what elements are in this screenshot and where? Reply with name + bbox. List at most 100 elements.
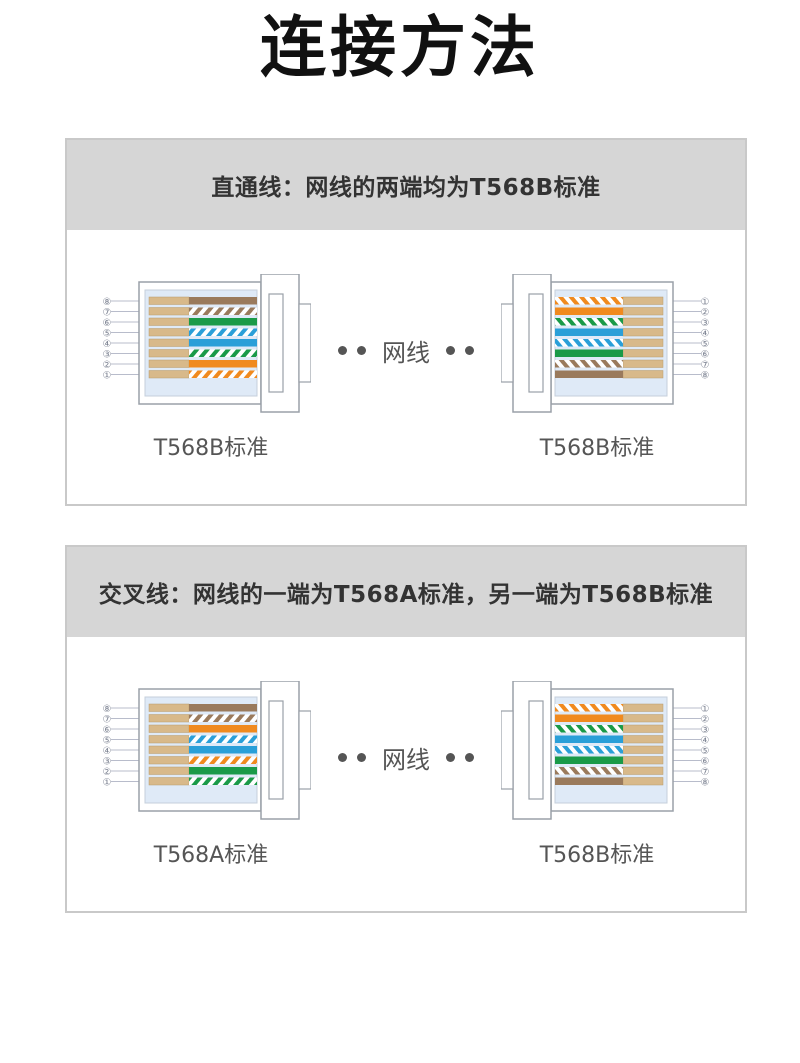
pin-number: ⑧ <box>103 297 112 308</box>
gold-contact <box>148 745 190 754</box>
wire-solid-orange <box>189 725 257 733</box>
pin-number: ① <box>701 704 710 715</box>
gold-contact <box>148 724 190 733</box>
gold-contact <box>148 328 190 337</box>
wire-solid-blue <box>555 328 623 336</box>
wire-white-orange <box>555 297 623 305</box>
wire-solid-blue <box>189 339 257 347</box>
gold-contact <box>622 714 664 723</box>
gold-contact <box>148 338 190 347</box>
cable-label: 网线 <box>382 745 430 774</box>
panel-header: 交叉线：网线的一端为T568A标准，另一端为T568B标准 <box>67 547 745 637</box>
pin-number: ① <box>103 371 112 382</box>
dot-icon <box>446 345 455 355</box>
pin-number: ② <box>103 767 112 778</box>
pin-number: ③ <box>103 757 112 768</box>
wire-solid-green <box>189 767 257 775</box>
plug-body <box>111 681 311 820</box>
panel-header: 直通线：网线的两端均为T568B标准 <box>67 140 745 230</box>
wire-solid-brown <box>555 777 623 785</box>
dot-icon <box>357 345 366 355</box>
pin-number: ⑥ <box>701 350 710 361</box>
pin-number: ④ <box>103 746 112 757</box>
pin-number: ④ <box>701 736 710 747</box>
wire-solid-blue <box>189 746 257 754</box>
pin-number: ⑥ <box>701 757 710 768</box>
wire-solid-orange <box>555 307 623 315</box>
wire-white-green <box>555 725 623 733</box>
pin-number: ⑤ <box>701 339 710 350</box>
wire-solid-green <box>555 349 623 357</box>
pin-number: ⑤ <box>103 329 112 340</box>
wire-solid-brown <box>189 704 257 712</box>
plug-latch <box>528 293 544 393</box>
plug-body <box>501 274 701 413</box>
gold-contact <box>148 777 190 786</box>
wire-white-orange <box>555 704 623 712</box>
page-title: 连接方法 <box>260 9 540 86</box>
left-standard-label: T568A标准 <box>153 843 269 868</box>
gold-contact <box>622 296 664 305</box>
dot-icon <box>465 752 474 762</box>
pin-number: ⑧ <box>701 778 710 789</box>
pin-number: ⑤ <box>701 746 710 757</box>
gold-contact <box>148 703 190 712</box>
gold-contact <box>622 359 664 368</box>
gold-contact <box>622 307 664 316</box>
gold-contact <box>622 724 664 733</box>
pin-number: ⑥ <box>103 318 112 329</box>
pin-number: ⑧ <box>701 371 710 382</box>
gold-contact <box>622 349 664 358</box>
wire-solid-blue <box>555 735 623 743</box>
wire-white-blue <box>189 735 257 743</box>
gold-contact <box>148 317 190 326</box>
wire-white-orange <box>189 756 257 764</box>
wire-white-brown <box>189 714 257 722</box>
pin-number: ⑦ <box>701 767 710 778</box>
pin-number: ③ <box>701 318 710 329</box>
pin-number: ① <box>701 297 710 308</box>
gold-contact <box>622 370 664 379</box>
wire-white-brown <box>555 767 623 775</box>
gold-contact <box>622 735 664 744</box>
cable-stub <box>501 710 514 790</box>
wire-solid-green <box>555 756 623 764</box>
gold-contact <box>148 359 190 368</box>
pin-number: ③ <box>701 725 710 736</box>
pin-number: ② <box>701 308 710 319</box>
cable-label: 网线 <box>382 338 430 367</box>
wire-white-brown <box>555 360 623 368</box>
plug-body <box>501 681 701 820</box>
gold-contact <box>148 766 190 775</box>
pin-number: ③ <box>103 350 112 361</box>
pin-number: ⑦ <box>701 360 710 371</box>
plug-latch <box>528 700 544 800</box>
gold-contact <box>148 296 190 305</box>
wire-white-green <box>189 777 257 785</box>
gold-contact <box>622 766 664 775</box>
wire-solid-orange <box>189 360 257 368</box>
gold-contact <box>148 349 190 358</box>
gold-contact <box>622 703 664 712</box>
wire-white-green <box>189 349 257 357</box>
gold-contact <box>148 307 190 316</box>
pin-number: ⑦ <box>103 715 112 726</box>
cable-stub <box>298 710 311 790</box>
gold-contact <box>622 328 664 337</box>
wire-solid-brown <box>189 297 257 305</box>
gold-contact <box>622 338 664 347</box>
cable-stub <box>501 303 514 383</box>
pin-number: ② <box>701 715 710 726</box>
plug-body <box>111 274 311 413</box>
gold-contact <box>622 745 664 754</box>
plug-latch <box>268 700 284 800</box>
